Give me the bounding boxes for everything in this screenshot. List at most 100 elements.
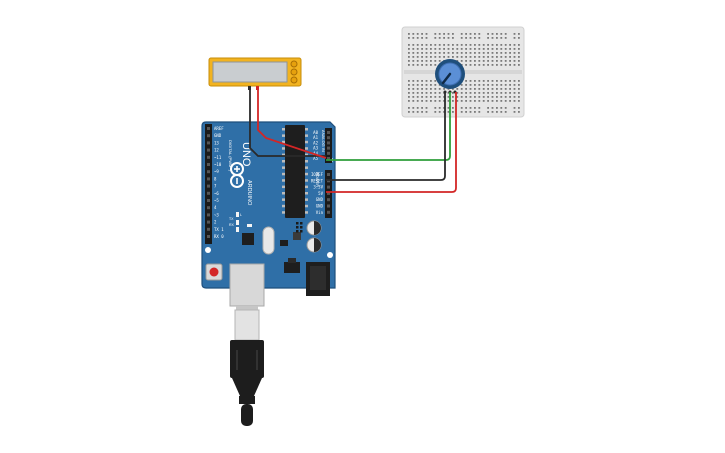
breadboard-hole [465, 88, 467, 90]
wire-pot-black[interactable] [326, 92, 446, 181]
breadboard-hole [491, 80, 494, 82]
breadboard-hole [456, 92, 459, 94]
breadboard-hole [421, 92, 423, 94]
breadboard-hole [487, 92, 489, 94]
breadboard-hole [487, 84, 489, 86]
breadboard-hole [465, 33, 467, 35]
analog-pin[interactable] [327, 157, 330, 160]
breadboard-hole [513, 80, 516, 82]
power-pin[interactable] [327, 210, 330, 214]
icsp-header [296, 222, 303, 233]
breadboard-hole [416, 52, 419, 54]
wires[interactable] [249, 88, 457, 193]
analog-pin[interactable] [327, 131, 330, 134]
analog-pin-label: A1 [313, 135, 318, 140]
digital-pin[interactable] [207, 213, 210, 217]
breadboard-hole [425, 48, 428, 50]
breadboard-hole [513, 96, 516, 98]
breadboard-hole [465, 84, 467, 86]
breadboard-hole [509, 48, 511, 50]
digital-pin[interactable] [207, 177, 210, 181]
breadboard-hole [416, 44, 419, 46]
breadboard-hole [478, 60, 481, 62]
power-pin[interactable] [327, 204, 330, 208]
breadboard-hole [496, 88, 498, 90]
capacitor-1-stripe [314, 221, 321, 235]
digital-pin[interactable] [207, 235, 210, 238]
breadboard-hole [496, 64, 498, 66]
power-pin-label: 3.3V [313, 185, 323, 190]
analog-pin[interactable] [327, 151, 330, 155]
wire-pot-red[interactable] [326, 92, 457, 193]
digital-pin[interactable] [207, 199, 210, 202]
breadboard-hole [487, 64, 489, 66]
breadboard-hole [474, 107, 476, 109]
breadboard-hole [478, 33, 481, 35]
breadboard-hole [469, 96, 472, 98]
breadboard-hole [469, 64, 472, 66]
breadboard-hole [513, 64, 516, 66]
breadboard-hole [474, 64, 476, 66]
breadboard-hole [469, 37, 472, 39]
atmega-chip [285, 125, 305, 218]
chip-leg [305, 147, 308, 150]
breadboard-holes [408, 33, 520, 113]
digital-pin[interactable] [207, 206, 210, 210]
digital-pin[interactable] [207, 127, 210, 130]
breadboard-hole [412, 88, 415, 90]
breadboard-hole [518, 92, 520, 94]
breadboard-hole [416, 37, 419, 39]
wire-lcd-black[interactable] [249, 88, 326, 157]
breadboard-hole [430, 56, 432, 58]
breadboard-hole [496, 96, 498, 98]
power-pin[interactable] [327, 185, 330, 189]
digital-pin[interactable] [207, 155, 210, 159]
digital-pin[interactable] [207, 148, 210, 152]
digital-pin[interactable] [207, 220, 210, 224]
breadboard-hole [509, 88, 511, 90]
breadboard-hole [421, 64, 423, 66]
usb-cable[interactable] [229, 263, 265, 426]
breadboard-hole [465, 37, 467, 39]
crystal-oscillator [262, 226, 275, 255]
reset-button[interactable] [209, 267, 219, 277]
breadboard-hole [412, 96, 415, 98]
breadboard-hole [452, 52, 454, 54]
analog-pin[interactable] [327, 146, 330, 150]
breadboard-hole [447, 37, 450, 39]
wire-lcd-red[interactable] [257, 88, 327, 159]
breadboard-hole [408, 96, 410, 98]
breadboard-hole [460, 100, 463, 102]
breadboard-hole [412, 44, 415, 46]
analog-pin[interactable] [327, 141, 330, 145]
digital-pin[interactable] [207, 170, 210, 174]
digital-pin[interactable] [207, 191, 210, 195]
breadboard-hole [518, 80, 520, 82]
breadboard-hole [500, 60, 503, 62]
breadboard-hole [469, 80, 472, 82]
chip-leg [305, 160, 308, 163]
chip-leg [282, 185, 285, 189]
digital-pin-label: ~10 [214, 162, 222, 167]
analog-pin[interactable] [327, 136, 330, 140]
lcd-display[interactable] [208, 57, 302, 90]
digital-pin[interactable] [207, 184, 210, 188]
wire-pot-green[interactable] [326, 92, 451, 161]
breadboard-hole [478, 80, 481, 82]
breadboard-hole [487, 80, 489, 82]
breadboard-hole [465, 52, 467, 54]
power-pin[interactable] [327, 191, 330, 195]
power-pin[interactable] [327, 198, 330, 202]
digital-pin[interactable] [207, 163, 210, 166]
digital-pin[interactable] [207, 141, 210, 145]
digital-pin[interactable] [207, 227, 210, 231]
power-pin[interactable] [327, 173, 330, 176]
potentiometer[interactable] [435, 59, 465, 94]
breadboard-hole [504, 60, 507, 62]
breadboard-hole [500, 48, 503, 50]
breadboard-hole [408, 92, 410, 94]
analog-pin-label: A5 [313, 156, 318, 161]
digital-pin[interactable] [207, 134, 210, 138]
